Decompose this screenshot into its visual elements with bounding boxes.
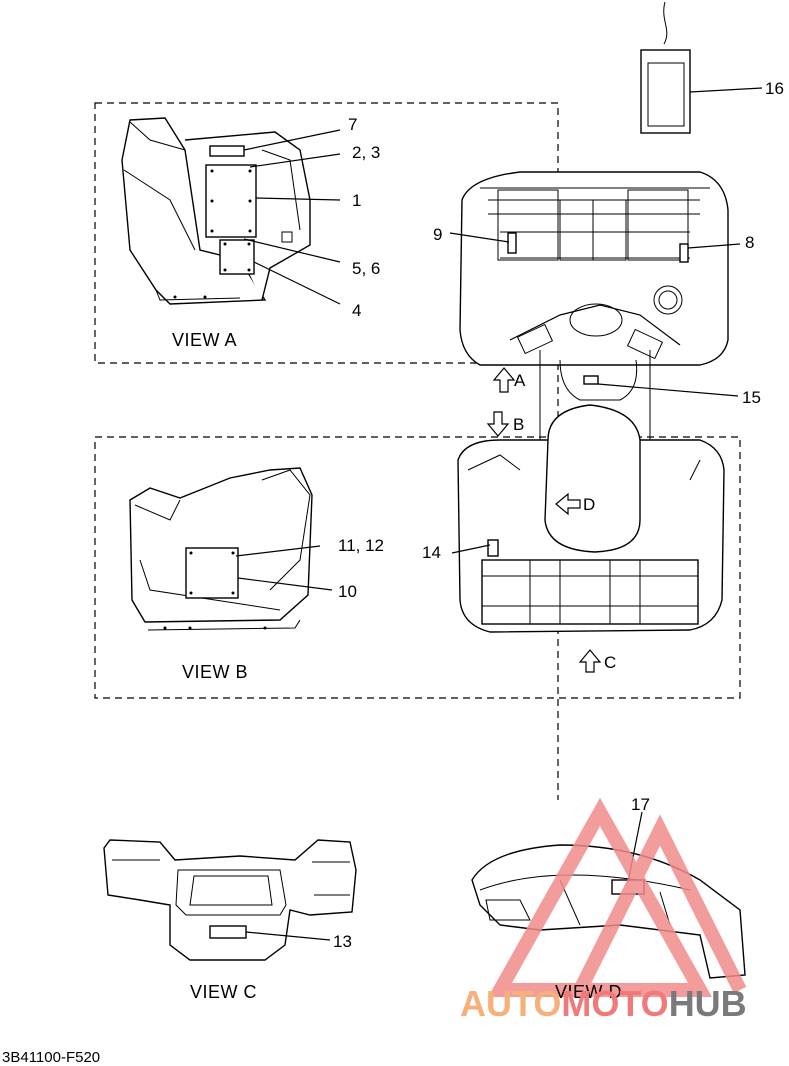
diagram-code: 3B41100-F520 bbox=[2, 1049, 100, 1066]
view-d-title: VIEW D bbox=[555, 982, 622, 1002]
label-7 bbox=[209, 145, 245, 157]
view-b-title: VIEW B bbox=[182, 662, 248, 682]
view-c-fender bbox=[103, 839, 357, 961]
callout-7: 7 bbox=[348, 115, 357, 134]
label-13 bbox=[209, 925, 247, 939]
callout-9: 9 bbox=[433, 225, 442, 244]
callout-13: 13 bbox=[333, 932, 352, 951]
callout-16: 16 bbox=[765, 79, 784, 98]
label-9 bbox=[507, 232, 517, 254]
hang-tag bbox=[640, 1, 763, 134]
arrow-c-icon bbox=[578, 649, 602, 673]
view-a-fender bbox=[121, 117, 311, 305]
view-b-frame bbox=[94, 436, 741, 699]
callout-17: 17 bbox=[631, 795, 650, 814]
arrow-d-icon bbox=[555, 492, 581, 516]
label-8 bbox=[679, 243, 689, 263]
arrow-c-label: C bbox=[604, 653, 616, 672]
watermark-text: AUTOMOTOHUB bbox=[460, 983, 747, 1024]
arrow-a-icon bbox=[492, 367, 516, 393]
label-1 bbox=[205, 164, 257, 238]
callout-2-3: 2, 3 bbox=[352, 143, 380, 162]
view-c-title: VIEW C bbox=[190, 982, 257, 1002]
watermark-logo bbox=[488, 797, 747, 997]
view-b-fender bbox=[129, 467, 313, 631]
atv-top-view bbox=[457, 171, 729, 633]
label-4 bbox=[219, 239, 255, 275]
callout-14: 14 bbox=[422, 543, 441, 562]
callout-11-12: 11, 12 bbox=[338, 536, 384, 555]
watermark-moto: MOTO bbox=[561, 983, 668, 1024]
arrow-b-icon bbox=[486, 411, 510, 437]
label-14 bbox=[487, 539, 499, 557]
callout-8: 8 bbox=[745, 233, 754, 252]
arrow-b-label: B bbox=[513, 415, 524, 434]
callout-10: 10 bbox=[338, 582, 357, 601]
callout-4: 4 bbox=[352, 301, 361, 320]
watermark-auto: AUTO bbox=[460, 983, 561, 1024]
label-15 bbox=[583, 375, 599, 385]
callout-5-6: 5, 6 bbox=[352, 259, 380, 278]
watermark-hub: HUB bbox=[669, 983, 747, 1024]
view-a-title: VIEW A bbox=[172, 330, 237, 350]
arrow-d-label: D bbox=[583, 495, 595, 514]
callout-15: 15 bbox=[742, 388, 761, 407]
callout-1: 1 bbox=[352, 191, 361, 210]
label-10 bbox=[185, 547, 239, 599]
arrow-a-label: A bbox=[514, 371, 526, 390]
